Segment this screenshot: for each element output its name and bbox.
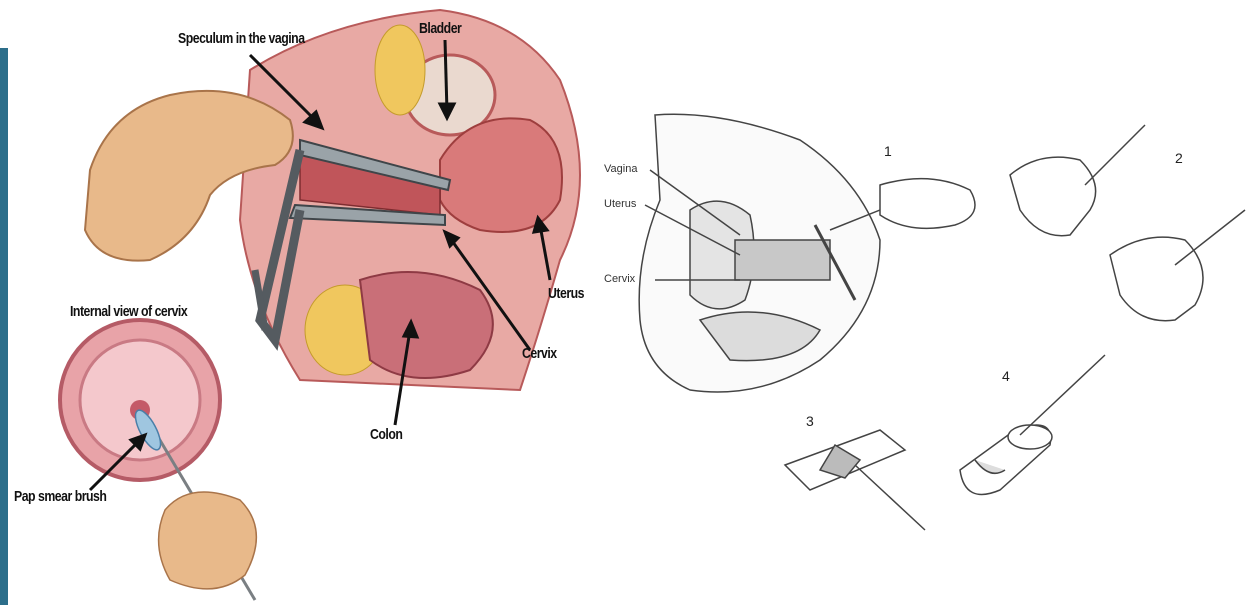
sketch-label-uterus: Uterus — [604, 198, 636, 210]
sketch-step2-top — [1010, 157, 1096, 236]
sketch-label-cervix: Cervix — [604, 273, 635, 285]
step-number-3: 3 — [806, 413, 814, 429]
sketch-hand — [880, 179, 975, 229]
step-number-4: 4 — [1002, 368, 1010, 384]
step-number-2: 2 — [1175, 150, 1183, 166]
step-number-1: 1 — [884, 143, 892, 159]
sketch-step2-bottom — [1110, 237, 1203, 321]
sketch-label-vagina: Vagina — [604, 163, 637, 175]
